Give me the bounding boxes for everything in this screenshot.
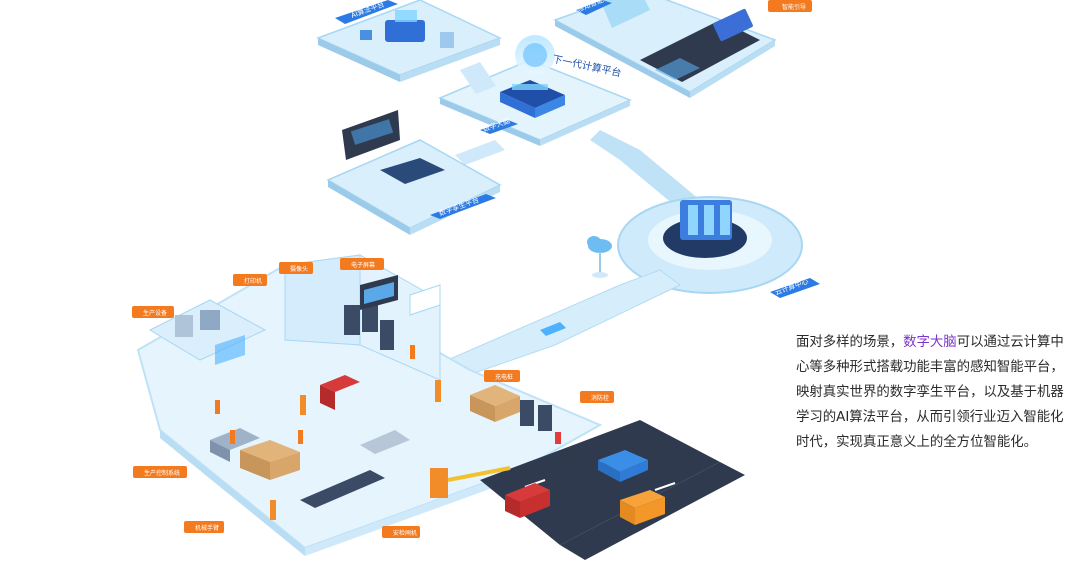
tag-e-screen-text: 电子屏幕	[351, 261, 375, 269]
cloud-center-label: 云计算中心	[770, 276, 820, 298]
tag-safety-fence-text: 安检闸机	[393, 529, 417, 537]
tag-production-control-text: 生产控制系统	[144, 469, 180, 477]
tag-fire-hydrant-text: 消防栓	[591, 394, 609, 402]
tag-production-equipment-text: 生产设备	[143, 309, 167, 317]
description-after: 可以通过云计算中心等多种形式搭载功能丰富的感知智能平台，映射真实世界的数字孪生平…	[796, 335, 1064, 450]
description-highlight: 数字大脑	[903, 335, 957, 350]
tag-smart-guide: 智能引导	[768, 0, 812, 12]
tag-printer: 打印机	[233, 274, 267, 286]
tag-production-equipment: 生产设备	[132, 306, 174, 318]
tag-printer-text: 打印机	[244, 277, 262, 285]
tag-safety-fence: 安检闸机	[382, 526, 420, 538]
tag-camera: 摄像头	[279, 262, 313, 274]
tag-production-control: 生产控制系统	[133, 466, 187, 478]
tag-fire-hydrant: 消防栓	[580, 391, 614, 403]
digital-twin-platform: 数字孪生平台	[328, 110, 500, 235]
tag-power-cabinet-text: 充电桩	[495, 373, 513, 381]
tag-e-screen: 电子屏幕	[340, 258, 384, 270]
tag-smart-guide-text: 智能引导	[782, 3, 806, 11]
cloud-icon	[587, 236, 612, 278]
description-paragraph: 面对多样的场景，数字大脑可以通过云计算中心等多种形式搭载功能丰富的感知智能平台，…	[796, 330, 1076, 455]
description-before: 面对多样的场景，	[796, 335, 903, 350]
tag-robot-arm: 机械手臂	[184, 521, 224, 533]
tag-robot-arm-text: 机械手臂	[195, 524, 219, 532]
tag-power-cabinet: 充电桩	[484, 370, 520, 382]
tag-camera-text: 摄像头	[290, 265, 308, 273]
